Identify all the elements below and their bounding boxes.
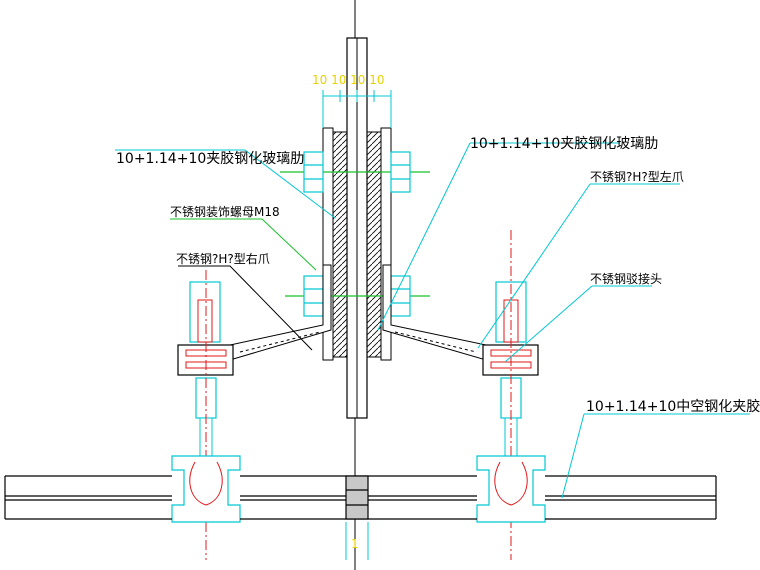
hinge-right: [476, 230, 546, 560]
bottom-dimension-text: 1: [351, 537, 359, 551]
label-claw-right-type: 不锈钢?H?型右爪: [176, 251, 270, 266]
glass-fin: [322, 37, 392, 419]
label-glass-rib-right: 10+1.14+10夹胶钢化玻璃肋: [470, 135, 658, 152]
leader-lines: [115, 142, 750, 499]
top-dimension: 10 10 10 10: [312, 73, 392, 128]
bottom-dimension: 1: [345, 522, 369, 560]
label-claw-left-type: 不锈钢?H?型左爪: [590, 169, 684, 184]
label-hinge-head: 不锈钢驳接头: [590, 271, 662, 286]
hinge-left: [171, 270, 241, 560]
label-glass-rib-left: 10+1.14+10夹胶钢化玻璃肋: [116, 150, 304, 167]
label-bolt-nut: 不锈钢装饰螺母M18: [170, 205, 280, 219]
top-dimension-text: 10 10 10 10: [312, 73, 385, 87]
insulated-glass-panel: [4, 475, 717, 520]
label-insulated-glass: 10+1.14+10中空钢化夹胶玻璃: [586, 398, 760, 415]
bolt-upper: [280, 151, 430, 193]
